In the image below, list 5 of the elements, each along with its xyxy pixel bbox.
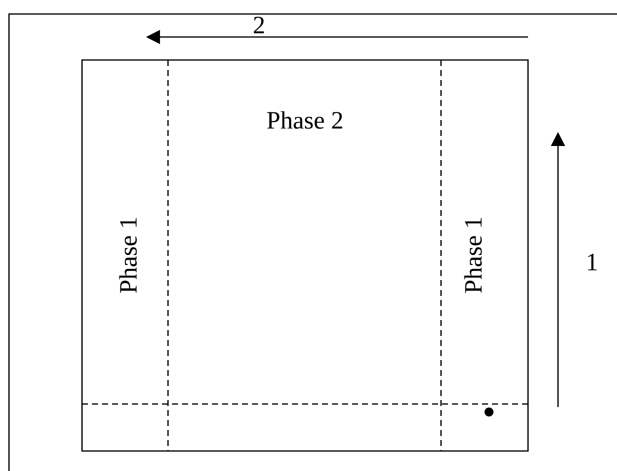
phase-label: Phase 1 xyxy=(119,218,137,293)
arrow-number: 2 xyxy=(254,16,264,34)
phase-label: Phase 2 xyxy=(267,111,342,129)
arrow-number: 1 xyxy=(588,254,597,270)
phase-label: Phase 1 xyxy=(464,218,482,293)
